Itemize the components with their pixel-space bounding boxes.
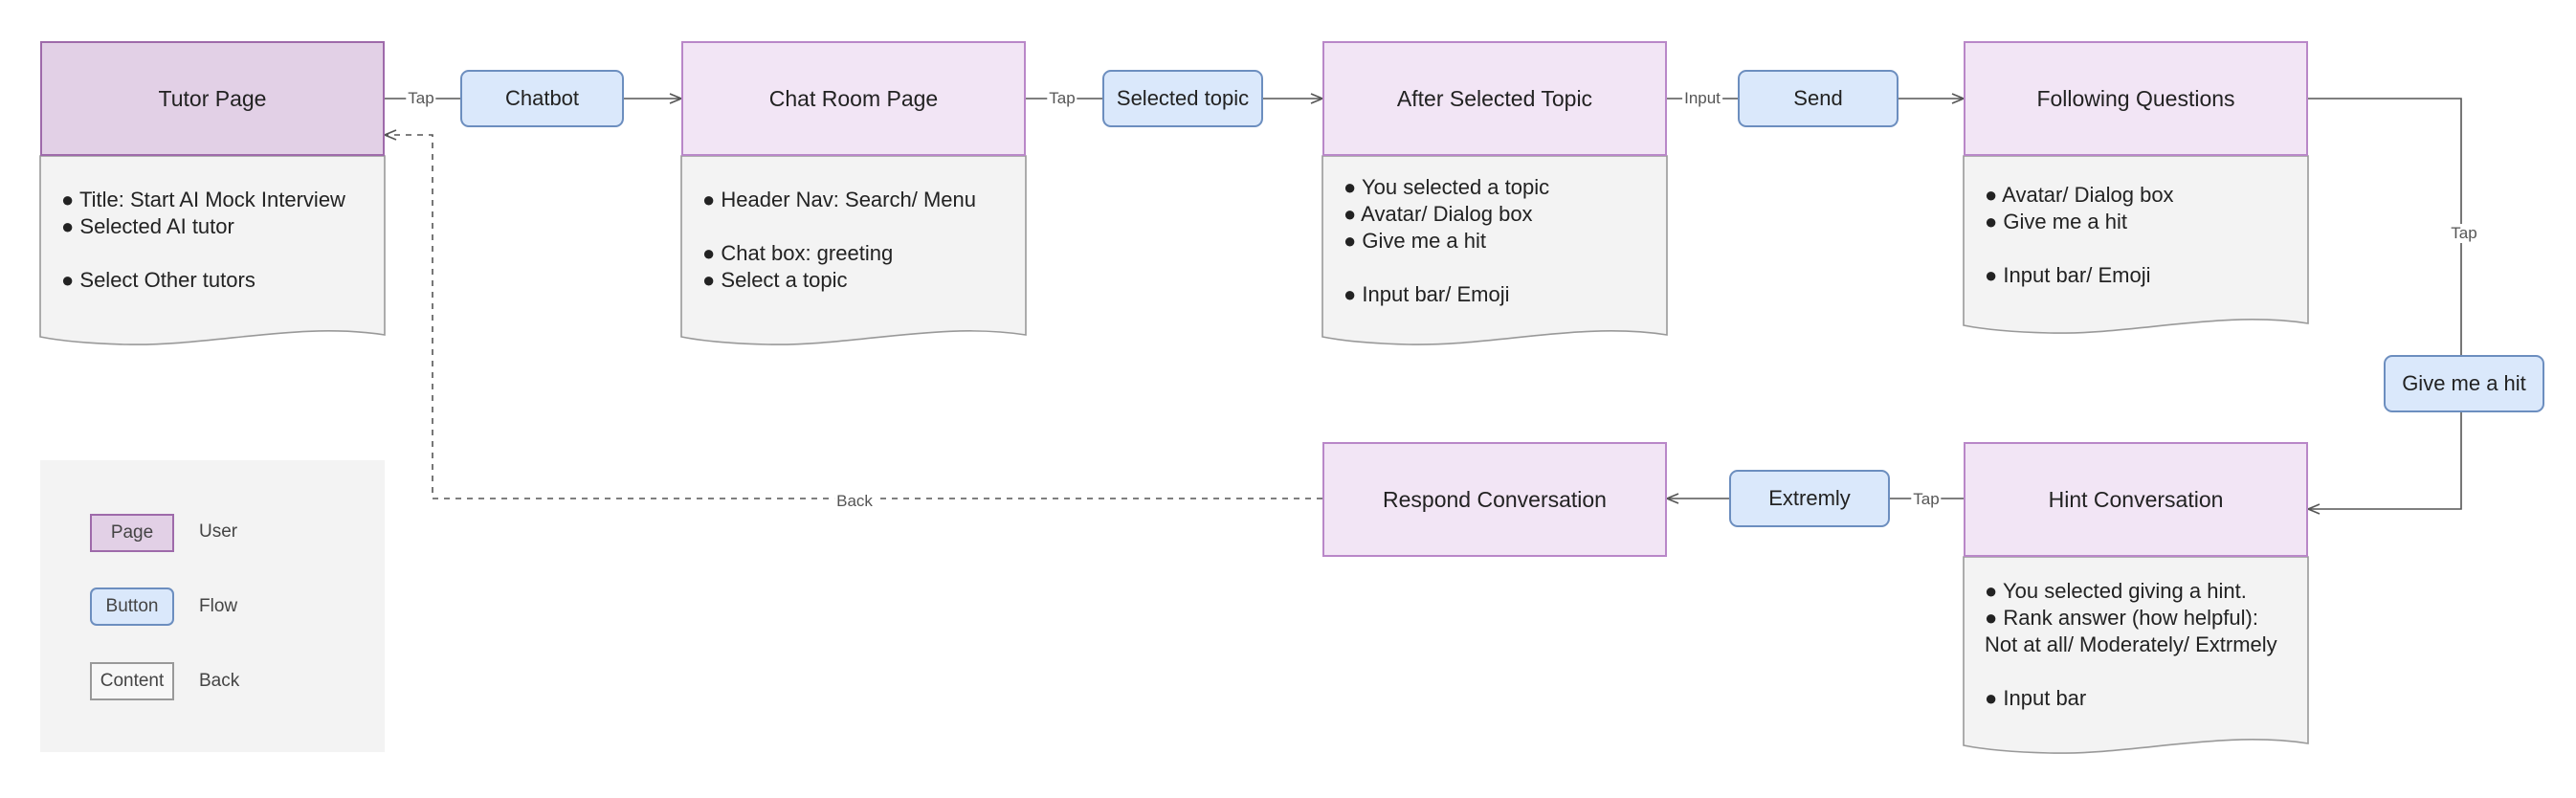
content-line: ● Give me a hit xyxy=(1985,210,2128,233)
extremly-button[interactable]: Extremly xyxy=(1729,470,1890,527)
legend-button-swatch: Button xyxy=(90,587,174,626)
content-chat-room-page: ● Header Nav: Search/ Menu ● Chat box: g… xyxy=(702,187,976,294)
content-line: ● You selected a topic xyxy=(1344,175,1550,199)
legend-flow-label: Flow xyxy=(199,596,238,616)
content-line: ● Give me a hit xyxy=(1344,229,1487,253)
legend-user-label: User xyxy=(199,521,238,542)
content-line xyxy=(61,240,345,267)
content-line: ● Avatar/ Dialog box xyxy=(1985,183,2174,207)
content-line: ● Input bar/ Emoji xyxy=(1985,263,2151,287)
give-me-a-hit-button[interactable]: Give me a hit xyxy=(2384,355,2544,412)
content-hint-conversation: ● You selected giving a hint. ● Rank ans… xyxy=(1985,578,2277,712)
content-box-after-selected-topic xyxy=(1321,155,1668,345)
edge-give-hint-to-hint-conversation xyxy=(2308,412,2462,509)
content-line xyxy=(1344,255,1549,281)
node-respond-conversation[interactable]: Respond Conversation xyxy=(1322,442,1667,557)
content-after-selected-topic: ● You selected a topic ● Avatar/ Dialog … xyxy=(1344,174,1549,308)
node-after-selected-topic[interactable]: After Selected Topic xyxy=(1322,41,1667,156)
node-hint-conversation[interactable]: Hint Conversation xyxy=(1964,442,2308,557)
content-line: ● Select Other tutors xyxy=(61,268,255,292)
content-box-chat-room-page xyxy=(680,155,1027,345)
legend-back-label: Back xyxy=(199,671,240,691)
content-box-hint-conversation xyxy=(1963,556,2309,754)
content-line xyxy=(702,213,976,240)
content-line xyxy=(1985,658,2277,685)
edge-back-to-tutor xyxy=(385,135,1322,499)
node-following-questions[interactable]: Following Questions xyxy=(1964,41,2308,156)
content-line: ● Header Nav: Search/ Menu xyxy=(702,188,976,211)
content-line: Not at all/ Moderately/ Extrmely xyxy=(1985,632,2277,656)
edge-label-tap: Tap xyxy=(1911,490,1942,509)
content-line: ● Title: Start AI Mock Interview xyxy=(61,188,345,211)
content-following-questions: ● Avatar/ Dialog box ● Give me a hit ● I… xyxy=(1985,182,2174,289)
content-line: ● Chat box: greeting xyxy=(702,241,894,265)
edge-label-tap: Tap xyxy=(1047,89,1077,108)
node-chat-room-page[interactable]: Chat Room Page xyxy=(681,41,1026,156)
content-line: ● Input bar xyxy=(1985,686,2087,710)
send-button[interactable]: Send xyxy=(1738,70,1899,127)
content-box-following-questions xyxy=(1963,155,2309,334)
content-line xyxy=(1985,235,2174,262)
content-line: ● You selected giving a hint. xyxy=(1985,579,2247,603)
edge-following-to-give-hint xyxy=(2308,98,2462,355)
content-line: ● Avatar/ Dialog box xyxy=(1344,202,1533,226)
chatbot-button[interactable]: Chatbot xyxy=(460,70,624,127)
content-tutor-page: ● Title: Start AI Mock Interview ● Selec… xyxy=(61,187,345,294)
edge-label-tap: Tap xyxy=(2449,224,2479,243)
content-line: ● Select a topic xyxy=(702,268,848,292)
content-line: ● Selected AI tutor xyxy=(61,214,234,238)
selected-topic-button[interactable]: Selected topic xyxy=(1102,70,1263,127)
content-box-tutor-page xyxy=(39,155,386,345)
content-line: ● Input bar/ Emoji xyxy=(1344,282,1510,306)
legend-page-swatch: Page xyxy=(90,514,174,552)
edge-label-input: Input xyxy=(1682,89,1722,108)
legend-content-swatch: Content xyxy=(90,662,174,700)
node-tutor-page[interactable]: Tutor Page xyxy=(40,41,385,156)
content-line: ● Rank answer (how helpful): xyxy=(1985,606,2258,630)
edge-label-back: Back xyxy=(834,492,875,511)
edge-label-tap: Tap xyxy=(406,89,436,108)
